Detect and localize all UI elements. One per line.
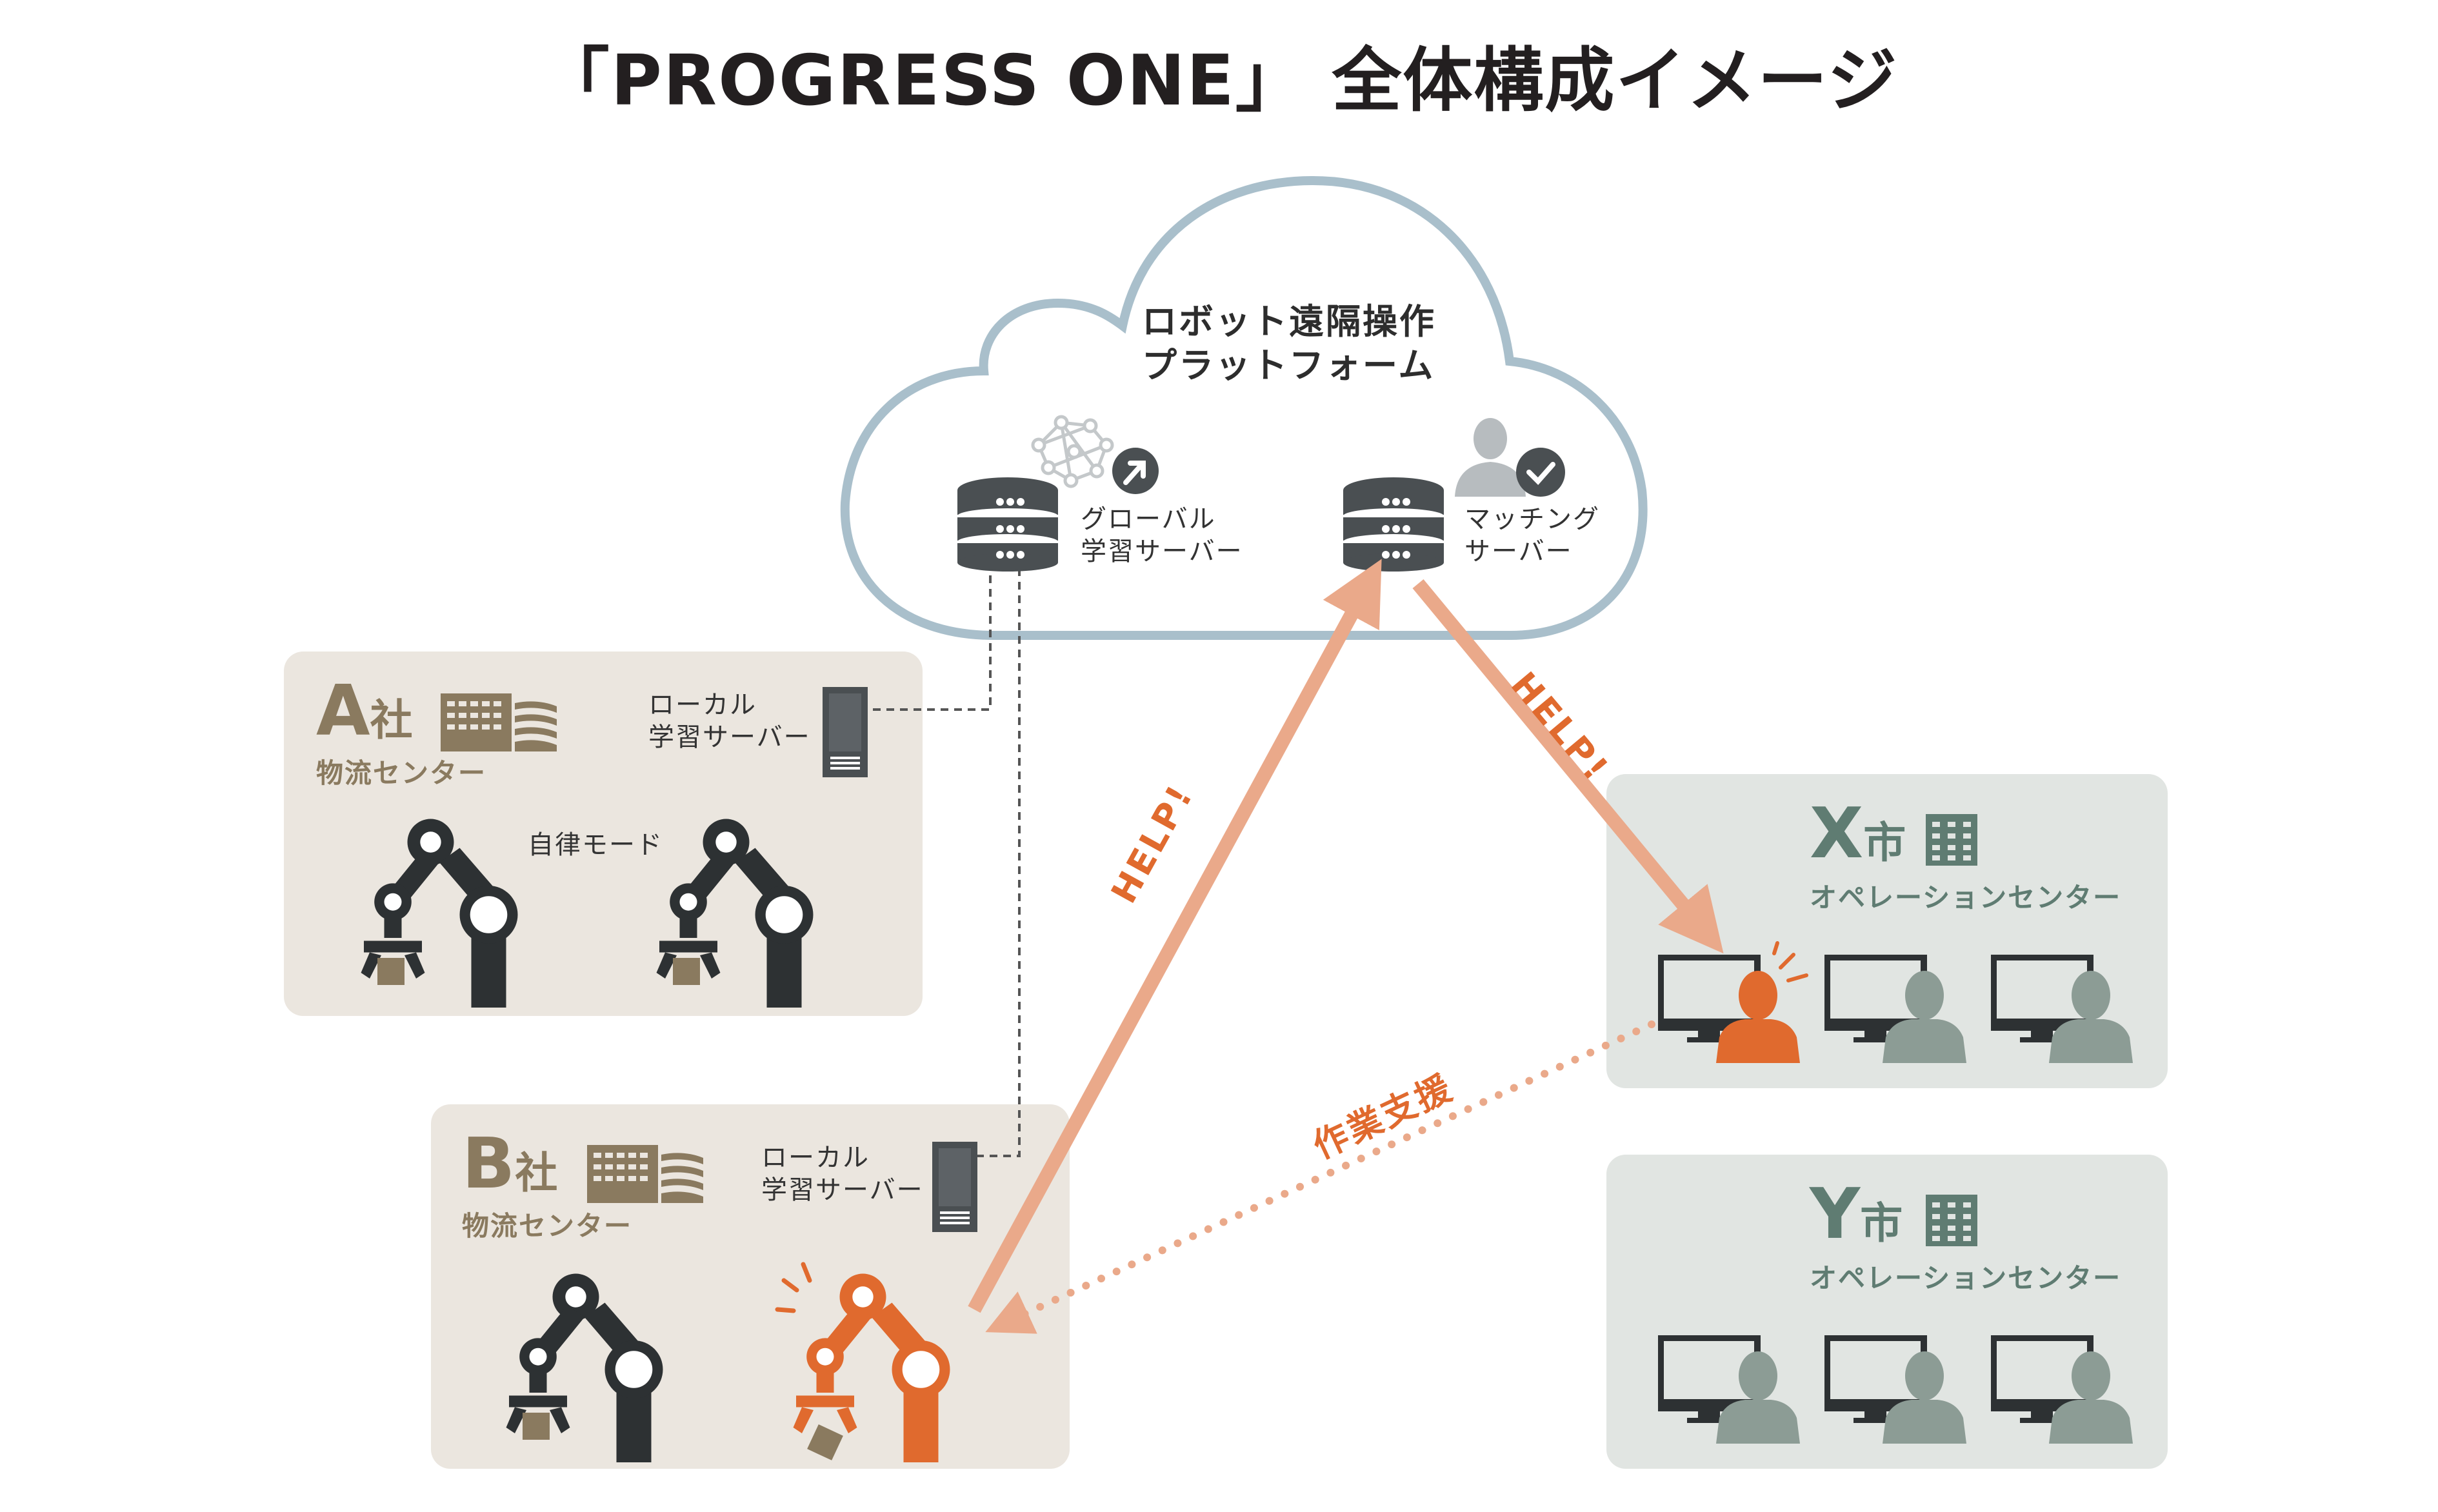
brain-network-icon [1031, 415, 1114, 488]
user-check-icon [1455, 418, 1565, 497]
company-a-local-server-icon [823, 687, 868, 777]
support-arrow-operator-to-robot [985, 1020, 1655, 1334]
company-a-suffix: 社 [370, 695, 413, 745]
city-x-alert-spark-icon [1772, 941, 1808, 982]
matching-server-db-icon [1343, 477, 1444, 572]
company-a-box-1 [377, 958, 405, 985]
company-b-heading: B社 [462, 1124, 557, 1204]
city-y-building-icon [1926, 1195, 1977, 1246]
cloud-title-line1: ロボット遠隔操作 [1142, 301, 1436, 342]
company-a-box-2 [673, 958, 700, 985]
global-server-label-line2: 学習サーバー [1081, 537, 1243, 566]
company-b-box-1 [523, 1413, 550, 1440]
page-title: 「PROGRESS ONE」 全体構成イメージ [539, 41, 1899, 121]
cloud-title-line2: プラットフォーム [1142, 344, 1435, 386]
city-x-building-icon [1926, 814, 1977, 866]
company-b-suffix: 社 [515, 1148, 558, 1198]
city-x-heading: X市 [1810, 793, 1906, 874]
company-a-heading: A社 [316, 671, 413, 751]
company-a-subtitle: 物流センター [316, 757, 487, 789]
company-a-mode-label: 自律モード [528, 830, 663, 860]
company-b-local-server-icon [932, 1142, 977, 1232]
city-y-letter: Y [1810, 1174, 1861, 1255]
city-x-subtitle: オペレーションセンター [1810, 882, 2122, 913]
city-x-suffix: 市 [1863, 818, 1906, 868]
company-b-server-line1: ローカル [761, 1143, 870, 1173]
cloud-title: ロボット遠隔操作 プラットフォーム [1142, 300, 1436, 387]
help-arrow-robot-to-matching [968, 559, 1382, 1313]
company-a-server-line1: ローカル [648, 690, 757, 720]
help-arrow-matching-to-operator [1412, 579, 1724, 954]
global-server-db-icon [957, 477, 1058, 572]
company-b-dropped-box [807, 1424, 843, 1460]
city-y-subtitle: オペレーションセンター [1810, 1262, 2122, 1294]
company-a-letter: A [316, 671, 370, 751]
matching-server-label: マッチング サーバー [1464, 503, 1600, 568]
city-x-letter: X [1810, 793, 1864, 874]
connector-b-to-global [976, 561, 1021, 1157]
company-b-subtitle: 物流センター [462, 1210, 633, 1242]
global-server-label: グローバル 学習サーバー [1081, 503, 1243, 568]
arrow-up-right-icon [1112, 448, 1159, 494]
matching-server-label-line1: マッチング [1464, 504, 1600, 534]
company-a-server-label: ローカル 学習サーバー [648, 689, 811, 753]
company-b-server-line2: 学習サーバー [761, 1175, 924, 1205]
matching-server-label-line2: サーバー [1464, 537, 1573, 566]
company-b-letter: B [462, 1124, 515, 1204]
company-a-server-line2: 学習サーバー [648, 722, 811, 752]
company-b-error-spark-icon [775, 1262, 812, 1313]
company-b-server-label: ローカル 学習サーバー [761, 1142, 924, 1206]
global-server-label-line1: グローバル [1081, 504, 1216, 534]
city-y-suffix: 市 [1860, 1199, 1903, 1248]
city-y-heading: Y市 [1810, 1174, 1903, 1255]
